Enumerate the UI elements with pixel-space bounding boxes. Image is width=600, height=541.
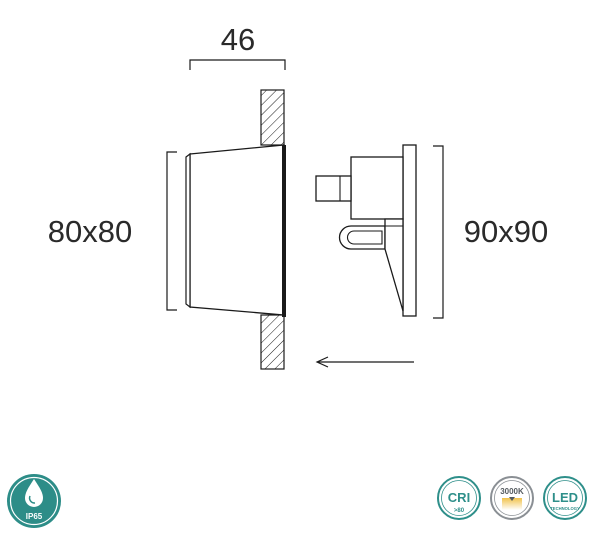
wall-section xyxy=(260,89,285,370)
ip65-badge: IP65 xyxy=(7,474,61,528)
led-badge: LED TECHNOLOGY xyxy=(543,476,587,520)
recessed-box xyxy=(185,144,286,317)
color-temperature-badge: 3000K xyxy=(490,476,534,520)
fixture-size-label: 80x80 xyxy=(48,214,132,249)
depth-dimension: 46 xyxy=(189,22,286,70)
depth-label: 46 xyxy=(221,22,255,57)
luminaire xyxy=(315,144,417,317)
insertion-arrow xyxy=(315,356,414,368)
cri-value: >80 xyxy=(454,508,465,514)
ip-rating-label: IP65 xyxy=(26,512,43,521)
plate-size-label: 90x90 xyxy=(464,214,548,249)
temperature-scale xyxy=(502,498,522,510)
led-sub-label: TECHNOLOGY xyxy=(550,506,580,511)
led-label: LED xyxy=(552,490,578,505)
color-temperature-label: 3000K xyxy=(500,487,524,496)
fixture-size-dimension: 80x80 xyxy=(48,151,177,311)
plate-size-dimension: 90x90 xyxy=(433,145,548,319)
cri-label: CRI xyxy=(448,490,470,505)
cri-badge: CRI >80 xyxy=(437,476,481,520)
